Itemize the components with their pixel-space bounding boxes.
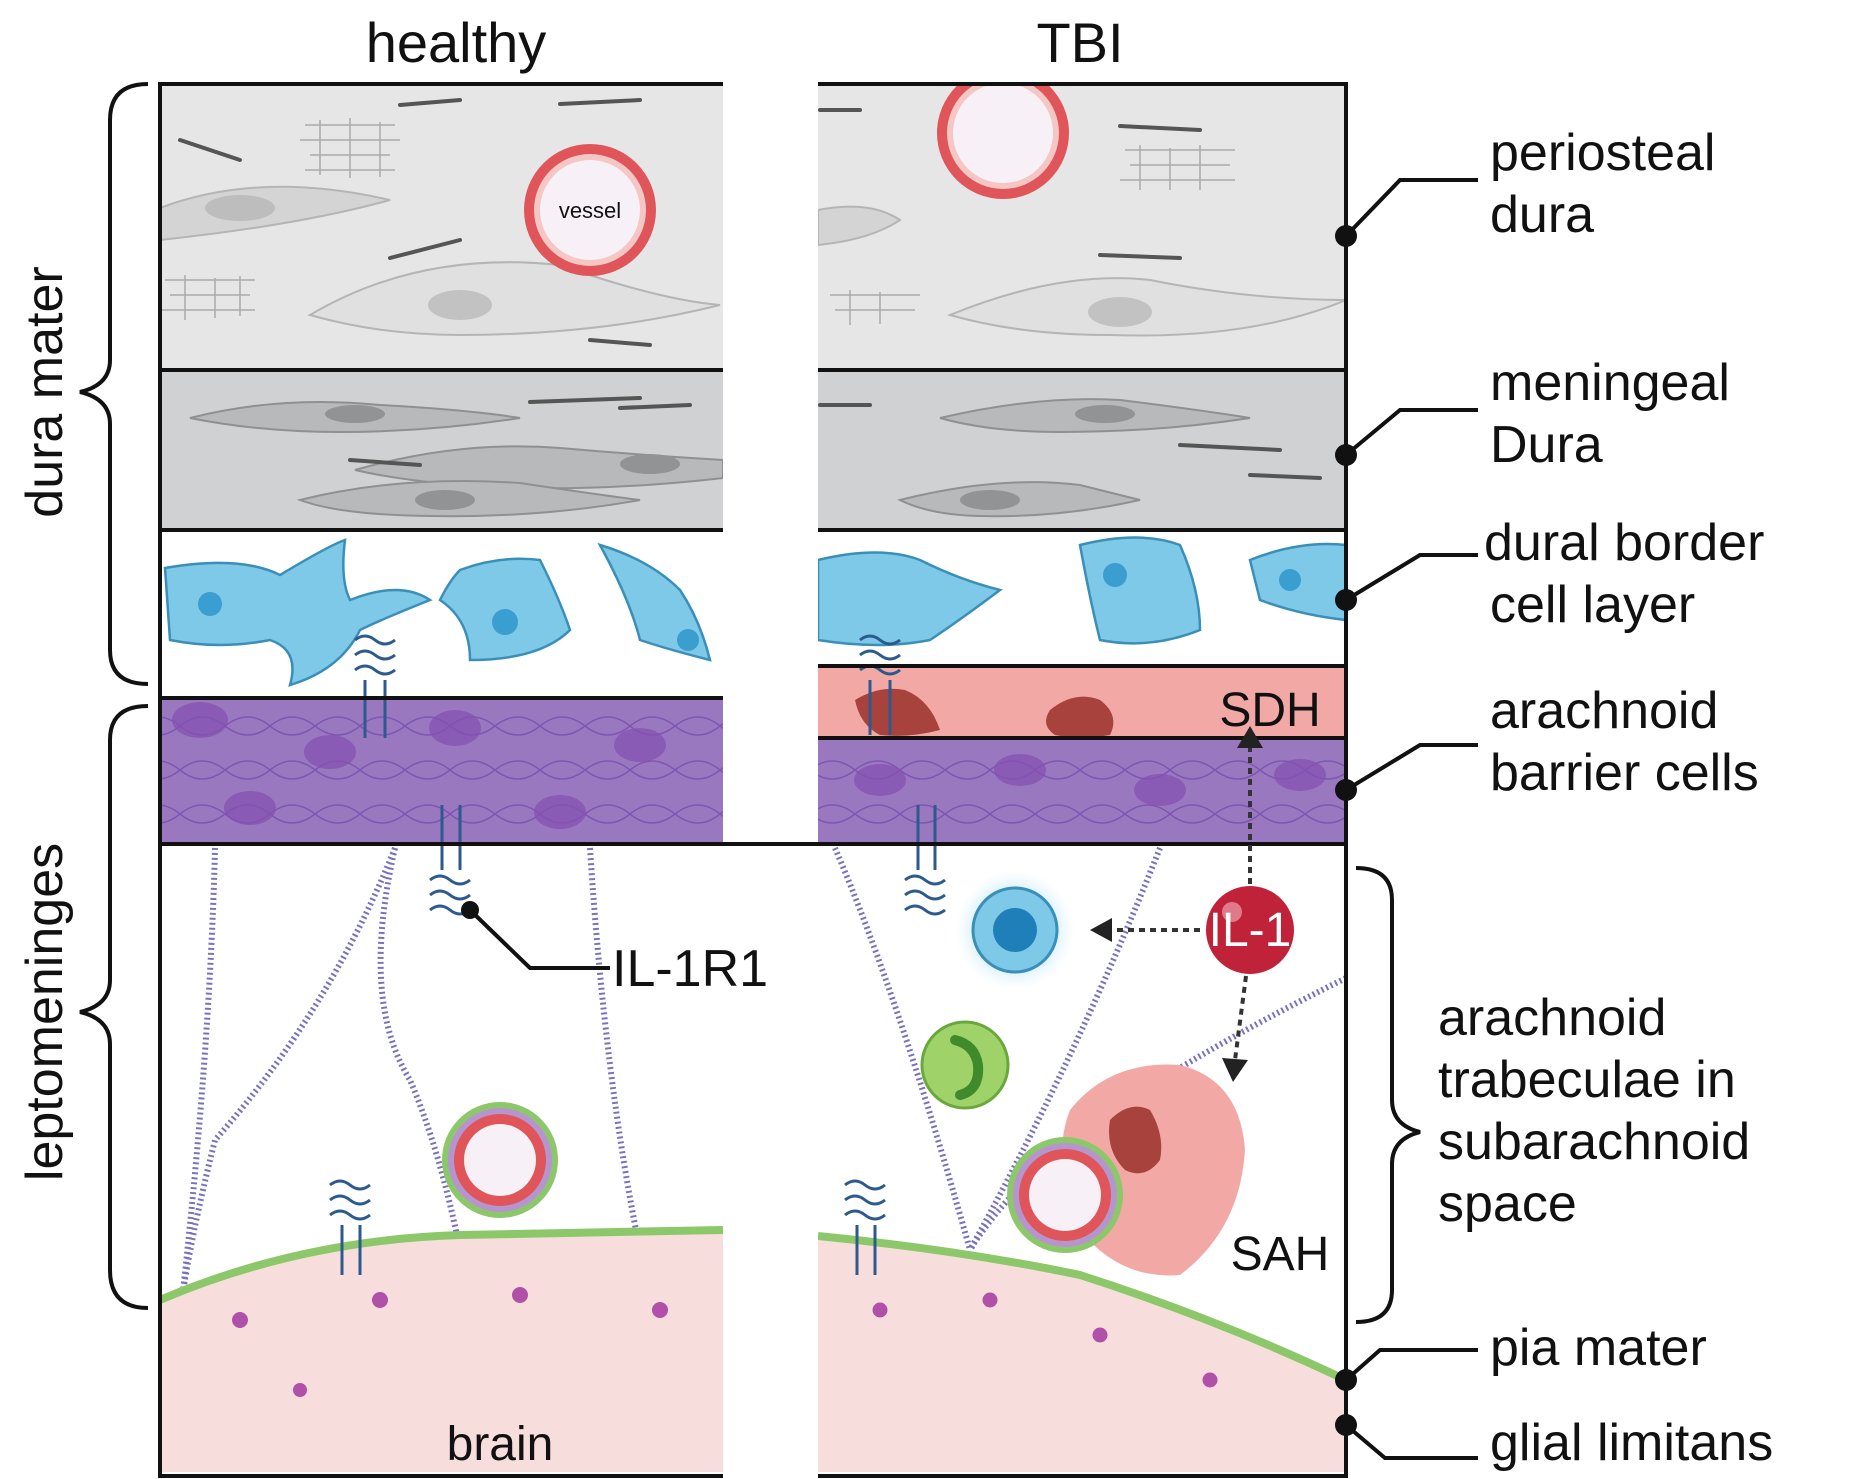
il1r1-receptor (329, 634, 471, 1275)
healthy-title: healthy (366, 11, 547, 74)
trabeculae-label-2: trabeculae in (1438, 1051, 1736, 1109)
arrowhead-down (1222, 1058, 1248, 1082)
leptomeninges-bracket (79, 704, 149, 1310)
il1-arrows (1110, 745, 1252, 1061)
pia-mater-label: pia mater (1490, 1319, 1707, 1377)
arrowhead-left (1090, 918, 1112, 942)
border-label-1: dural border (1484, 514, 1764, 572)
callout-dots (1335, 225, 1357, 1436)
pia-layer (160, 1226, 723, 1304)
tbi-pia-layer (818, 1232, 1346, 1384)
right-callouts (1344, 178, 1478, 1460)
astrocytes (232, 1287, 668, 1397)
sah-label: SAH (1231, 1228, 1330, 1281)
tbi-panel (818, 82, 1346, 1472)
blood-vessel (524, 144, 656, 276)
glial-limitans-label: glial limitans (1490, 1414, 1773, 1472)
trabeculae-label-3: subarachnoid (1438, 1113, 1750, 1171)
periosteal-label-2: dura (1490, 186, 1594, 244)
il1r1-label: IL-1R1 (612, 940, 768, 998)
panel-borders (158, 82, 1348, 1478)
sas-blood-vessel (442, 1102, 558, 1218)
dura-mater-label: dura mater (16, 266, 74, 517)
border-label-2: cell layer (1490, 576, 1695, 634)
arrowhead-up (1237, 726, 1263, 748)
il1-label: IL-1 (1209, 904, 1292, 957)
brain-surface (160, 1230, 723, 1472)
barrier-label-2: barrier cells (1490, 744, 1759, 802)
immune-cell (955, 870, 1075, 990)
sdh-label: SDH (1219, 684, 1320, 737)
sdh-blood-clots (855, 688, 1114, 738)
brain-label: brain (447, 1418, 554, 1471)
il1r1-leader (468, 908, 610, 970)
barrier-label-1: arachnoid (1490, 682, 1718, 740)
dura-mater-bracket (79, 82, 149, 686)
trabeculae-label-1: arachnoid (1438, 989, 1666, 1047)
healthy-panel: vessel (160, 84, 723, 1472)
tbi-blood-vessel (937, 82, 1069, 199)
neutrophil (920, 1020, 1010, 1110)
leptomeninges-label: leptomeninges (16, 843, 74, 1181)
meningeal-label-2: Dura (1490, 416, 1603, 474)
arachnoid-trabeculae (179, 846, 643, 1301)
barrier-nuclei (172, 702, 666, 829)
tbi-title: TBI (1036, 11, 1123, 74)
trabeculae-label-4: space (1438, 1175, 1577, 1233)
il1-cytokine (1206, 886, 1294, 974)
periosteal-label-1: periosteal (1490, 124, 1715, 182)
trabeculae-bracket (1355, 866, 1421, 1324)
meningeal-label-1: meningeal (1490, 354, 1730, 412)
vessel-label: vessel (559, 198, 621, 223)
collagen-fibers (160, 118, 400, 320)
fibroblast (307, 261, 721, 337)
